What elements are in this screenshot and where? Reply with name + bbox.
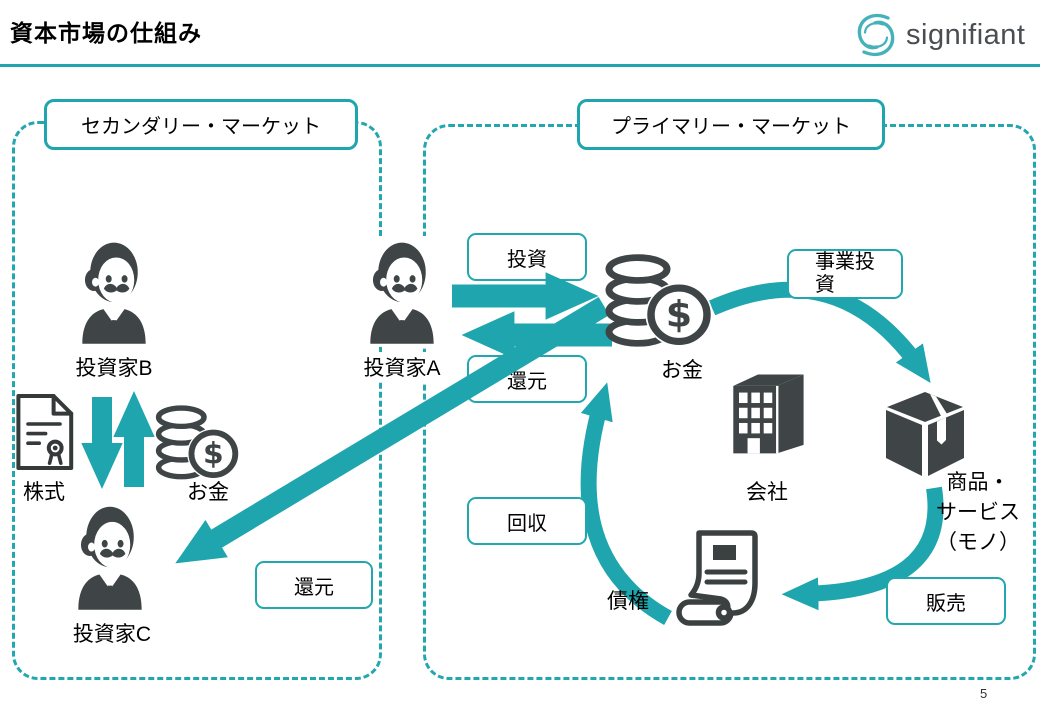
return-label-primary: 還元 (467, 355, 587, 403)
business-investment-line2: 資 (815, 274, 835, 296)
logo: signifiant (852, 8, 1038, 62)
goods-line3: （モノ） (936, 530, 1020, 554)
invest-label: 投資 (467, 233, 587, 281)
goods-services-label: 商品・ サービス （モノ） (922, 468, 1034, 557)
page-title: 資本市場の仕組み (10, 20, 202, 46)
goods-line1: 商品・ (946, 471, 1010, 494)
investor-c-label: 投資家C (72, 623, 152, 646)
goods-line2: サービス (936, 500, 1020, 524)
money-icon-primary (598, 250, 713, 350)
investor-b-label: 投資家B (75, 357, 153, 380)
receivable-label: 債権 (607, 590, 649, 613)
package-icon (886, 392, 964, 476)
header-divider (0, 64, 1040, 67)
logo-wordmark: signifiant (906, 18, 1026, 51)
business-investment-line1: 事業投 (815, 251, 875, 273)
investor-b-icon (82, 242, 146, 344)
logo-s-icon (857, 13, 895, 57)
collection-label: 回収 (467, 497, 587, 545)
return-label-secondary: 還元 (255, 561, 373, 609)
investor-a-icon (358, 236, 446, 346)
investor-a-label: 投資家A (352, 352, 452, 382)
secondary-market-title: セカンダリー・マーケット (44, 99, 358, 150)
sales-label: 販売 (886, 577, 1006, 625)
company-label: 会社 (746, 481, 788, 504)
money-icon-secondary (150, 402, 240, 482)
company-building-icon (733, 374, 804, 454)
business-investment-label: 事業投 資 (787, 249, 903, 299)
primary-market-title: プライマリー・マーケット (577, 99, 885, 150)
stock-label: 株式 (23, 481, 65, 504)
stock-certificate-icon (16, 394, 74, 470)
money-label-primary: お金 (661, 359, 703, 382)
receivable-scroll-icon (676, 530, 758, 626)
page-number: 5 (980, 686, 988, 701)
investor-c-icon (78, 506, 142, 610)
